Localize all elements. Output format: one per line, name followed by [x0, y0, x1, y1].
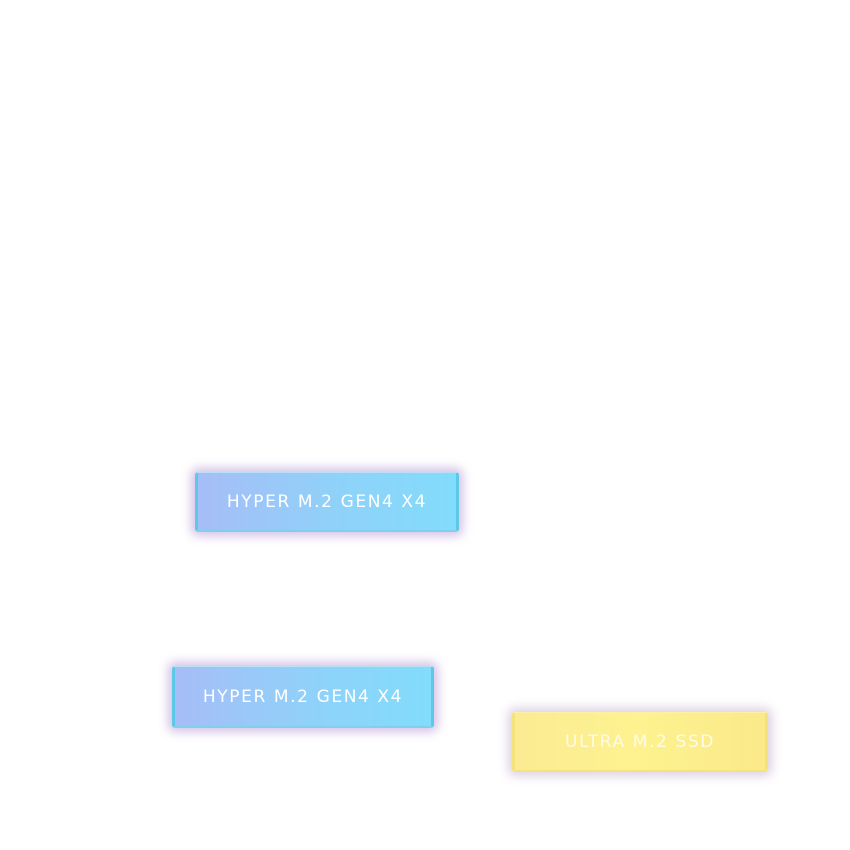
product-label-text: ULTRA M.2 SSD	[565, 731, 715, 752]
product-label-ultra-m2-ssd[interactable]: ULTRA M.2 SSD	[512, 712, 768, 772]
product-label-text: HYPER M.2 GEN4 X4	[202, 686, 404, 707]
product-label-hyper-m2-gen4-x4[interactable]: HYPER M.2 GEN4 X4	[195, 472, 459, 532]
product-label-text: HYPER M.2 GEN4 X4	[226, 491, 428, 512]
product-label-hyper-m2-gen4-x4-second[interactable]: HYPER M.2 GEN4 X4	[172, 666, 434, 728]
